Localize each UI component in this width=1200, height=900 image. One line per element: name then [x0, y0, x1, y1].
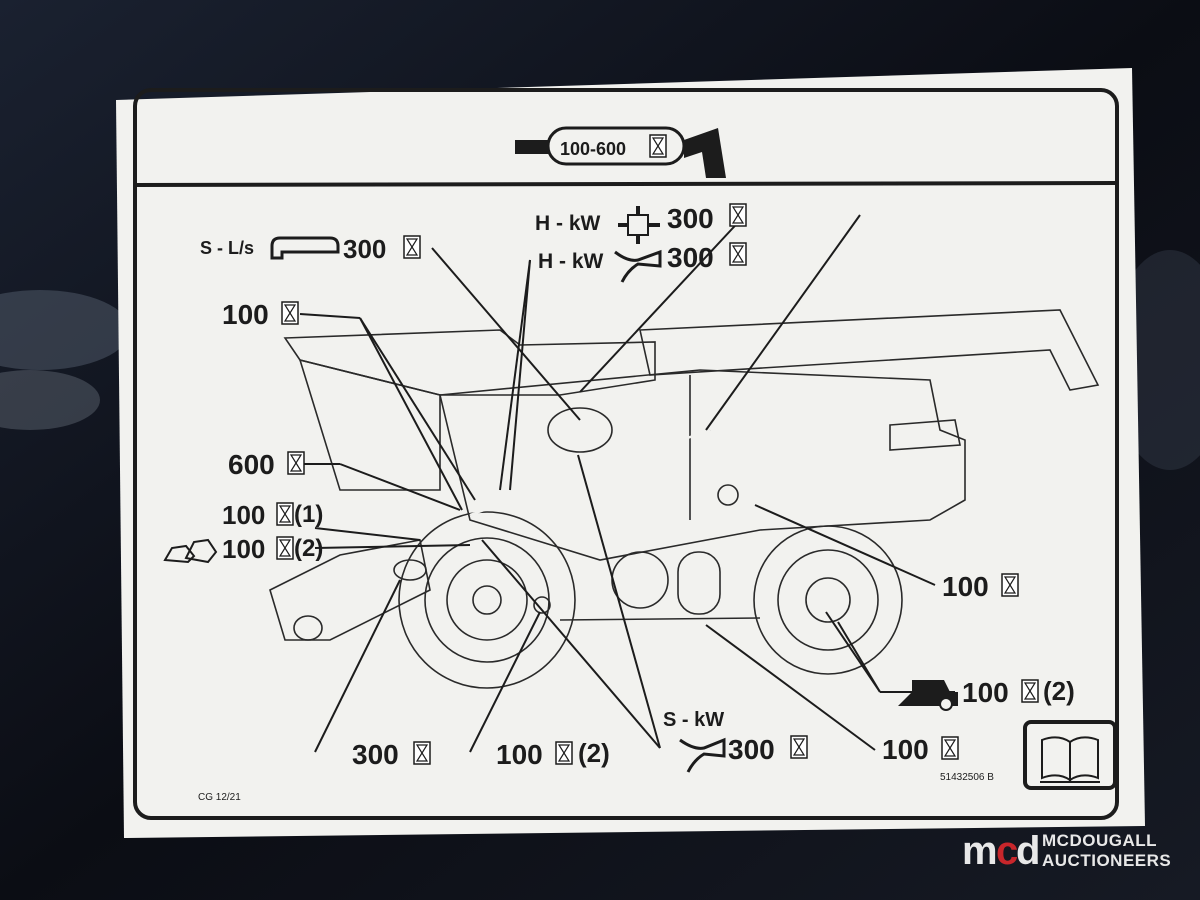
- hourglass-icon: [413, 741, 431, 765]
- svg-text:S - kW: S - kW: [663, 709, 724, 731]
- svg-text:(2): (2): [1043, 676, 1075, 706]
- label-bottom-300: 300: [352, 739, 431, 770]
- svg-text:100: 100: [942, 571, 989, 602]
- svg-text:300: 300: [343, 234, 386, 264]
- svg-text:(2): (2): [294, 535, 323, 562]
- svg-text:100: 100: [882, 734, 929, 765]
- svg-text:S - L/s: S - L/s: [200, 238, 254, 258]
- tracked-machine-icon: [898, 680, 958, 711]
- label-left-100-2: 100 (2): [163, 534, 323, 564]
- combine-harvester-outline: [269, 309, 1100, 689]
- svg-text:100: 100: [962, 677, 1009, 708]
- reflection: [0, 370, 100, 430]
- label-bottom-right-100: 100: [882, 734, 959, 765]
- date-code: CG 12/21: [198, 792, 241, 803]
- label-h-kw-yoke: H - kW 300: [538, 242, 747, 283]
- svg-text:100: 100: [222, 534, 265, 564]
- universal-joint-icon: [618, 206, 660, 244]
- label-s-kw: S - kW 300: [663, 709, 808, 773]
- svg-text:H - kW: H - kW: [535, 212, 601, 235]
- label-right-100: 100: [942, 571, 1019, 602]
- logo-line-1: MCDOUGALL: [1042, 831, 1157, 850]
- hourglass-icon: [649, 134, 667, 158]
- svg-text:(2): (2): [578, 738, 610, 768]
- mcdougall-logo: m c d MCDOUGALL AUCTIONEERS: [962, 826, 1172, 876]
- header-interval-label: 100-600: [560, 139, 626, 159]
- hourglass-icon: [1001, 573, 1019, 597]
- svg-text:300: 300: [352, 739, 399, 770]
- svg-text:300: 300: [667, 203, 714, 234]
- svg-text:c: c: [996, 829, 1018, 872]
- svg-text:d: d: [1016, 829, 1040, 872]
- svg-text:m: m: [962, 829, 998, 872]
- hourglass-icon: [287, 451, 305, 475]
- yoke-icon: [614, 249, 662, 283]
- svg-text:100: 100: [222, 299, 269, 330]
- svg-text:100: 100: [222, 500, 265, 530]
- svg-text:300: 300: [728, 734, 775, 765]
- rocks-icon: [163, 538, 218, 564]
- label-bottom-100-2: 100 (2): [496, 738, 610, 770]
- hourglass-icon: [729, 242, 747, 266]
- hourglass-icon: [276, 502, 294, 526]
- label-right-100-2: 100 (2): [898, 676, 1075, 711]
- hourglass-icon: [276, 536, 294, 560]
- hourglass-icon: [790, 735, 808, 759]
- label-left-100: 100: [222, 299, 299, 330]
- label-left-600: 600: [228, 449, 305, 480]
- yoke-icon: [679, 737, 726, 773]
- mcd-logo-mark: m c d: [962, 829, 1040, 873]
- hourglass-icon: [403, 235, 421, 259]
- svg-text:300: 300: [667, 242, 714, 273]
- logo-line-2: AUCTIONEERS: [1042, 851, 1172, 870]
- reflection: [0, 290, 130, 370]
- label-left-100-1: 100 (1): [222, 500, 323, 530]
- part-number: 51432506 B: [940, 772, 994, 783]
- hourglass-icon: [281, 301, 299, 325]
- leader-lines: [299, 214, 955, 753]
- svg-text:100: 100: [496, 739, 543, 770]
- label-s-ls: S - L/s 300: [200, 234, 421, 264]
- hourglass-icon: [729, 203, 747, 227]
- label-h-kw-cross: H - kW 300: [535, 203, 747, 244]
- svg-text:(1): (1): [294, 501, 323, 528]
- header-interval-badge: 100-600: [515, 126, 726, 178]
- svg-text:600: 600: [228, 449, 275, 480]
- hourglass-icon: [941, 736, 959, 760]
- hourglass-icon: [555, 741, 573, 765]
- operator-manual-icon: [1023, 720, 1117, 790]
- hourglass-icon: [1021, 679, 1039, 703]
- svg-text:H - kW: H - kW: [538, 250, 604, 273]
